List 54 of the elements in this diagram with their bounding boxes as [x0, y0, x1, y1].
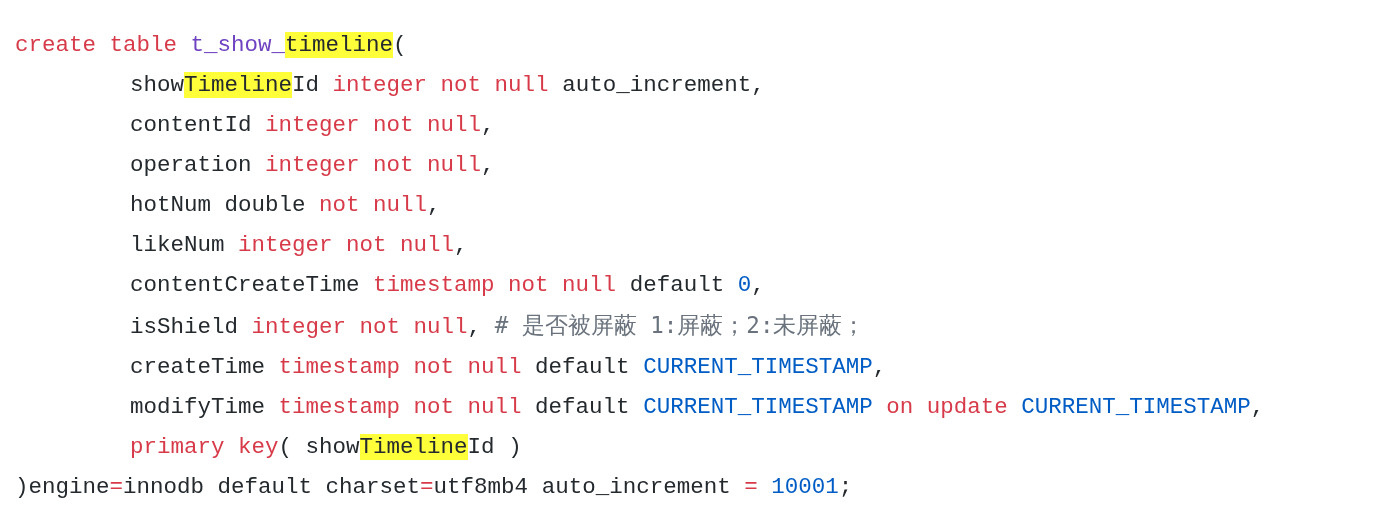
code-comment: # 是否被屏蔽 1:屏蔽；2:未屏蔽； — [494, 312, 866, 338]
code-text: hotNum double — [130, 192, 306, 218]
code-text: ( — [393, 32, 407, 58]
code-text: , — [454, 232, 468, 258]
code-keyword: timestamp not null — [278, 354, 522, 380]
code-text: , — [481, 152, 495, 178]
code-text: likeNum — [130, 232, 225, 258]
code-keyword: integer not null — [332, 72, 549, 98]
code-keyword: = — [420, 474, 434, 500]
code-text: default — [629, 272, 725, 298]
code-text: , — [751, 272, 765, 298]
code-text: show — [305, 434, 360, 460]
code-text: createTime — [130, 354, 266, 380]
code-literal: CURRENT_TIMESTAMP — [643, 354, 873, 380]
code-keyword: = — [109, 474, 124, 500]
code-text: isShield — [130, 314, 239, 340]
code-text: contentId — [130, 112, 252, 138]
code-keyword: = — [744, 474, 758, 500]
code-text: Id — [467, 434, 495, 460]
code-keyword: integer not null — [251, 314, 468, 340]
code-text: , — [1250, 394, 1265, 420]
code-text: utf8mb4 auto_increment — [433, 474, 731, 500]
code-text: contentCreateTime — [130, 272, 360, 298]
code-text: , — [481, 112, 495, 138]
code-text: , — [427, 192, 441, 218]
search-highlight: Timeline — [184, 72, 293, 98]
code-text: modifyTime — [130, 394, 266, 420]
code-keyword: create table — [15, 32, 178, 58]
code-text: )engine — [15, 474, 110, 500]
code-keyword: primary key — [130, 434, 279, 460]
code-literal: 0 — [737, 272, 752, 298]
code-keyword: not null — [319, 192, 428, 218]
code-text: Id — [292, 72, 320, 98]
code-text: ) — [508, 434, 522, 460]
code-text: , — [467, 314, 482, 340]
code-text: auto_increment, — [562, 72, 765, 98]
code-keyword: integer not null — [238, 232, 455, 258]
table-name: t_show_ — [190, 32, 286, 58]
code-text: ; — [838, 474, 853, 500]
code-literal: CURRENT_TIMESTAMP — [1021, 394, 1251, 420]
code-text: operation — [130, 152, 252, 178]
code-keyword: integer not null — [265, 152, 482, 178]
code-text: , — [872, 354, 887, 380]
code-text: default — [535, 354, 630, 380]
code-text: innodb default charset — [123, 474, 421, 500]
code-literal: 10001 — [771, 474, 839, 500]
code-keyword: timestamp not null — [373, 272, 617, 298]
code-text: ( — [278, 434, 293, 460]
search-highlight: timeline — [285, 32, 394, 58]
code-keyword: integer not null — [265, 112, 482, 138]
code-keyword: timestamp not null — [278, 394, 522, 420]
code-keyword: on update — [886, 394, 1008, 420]
code-literal: CURRENT_TIMESTAMP — [643, 394, 873, 420]
code-text: default — [535, 394, 630, 420]
